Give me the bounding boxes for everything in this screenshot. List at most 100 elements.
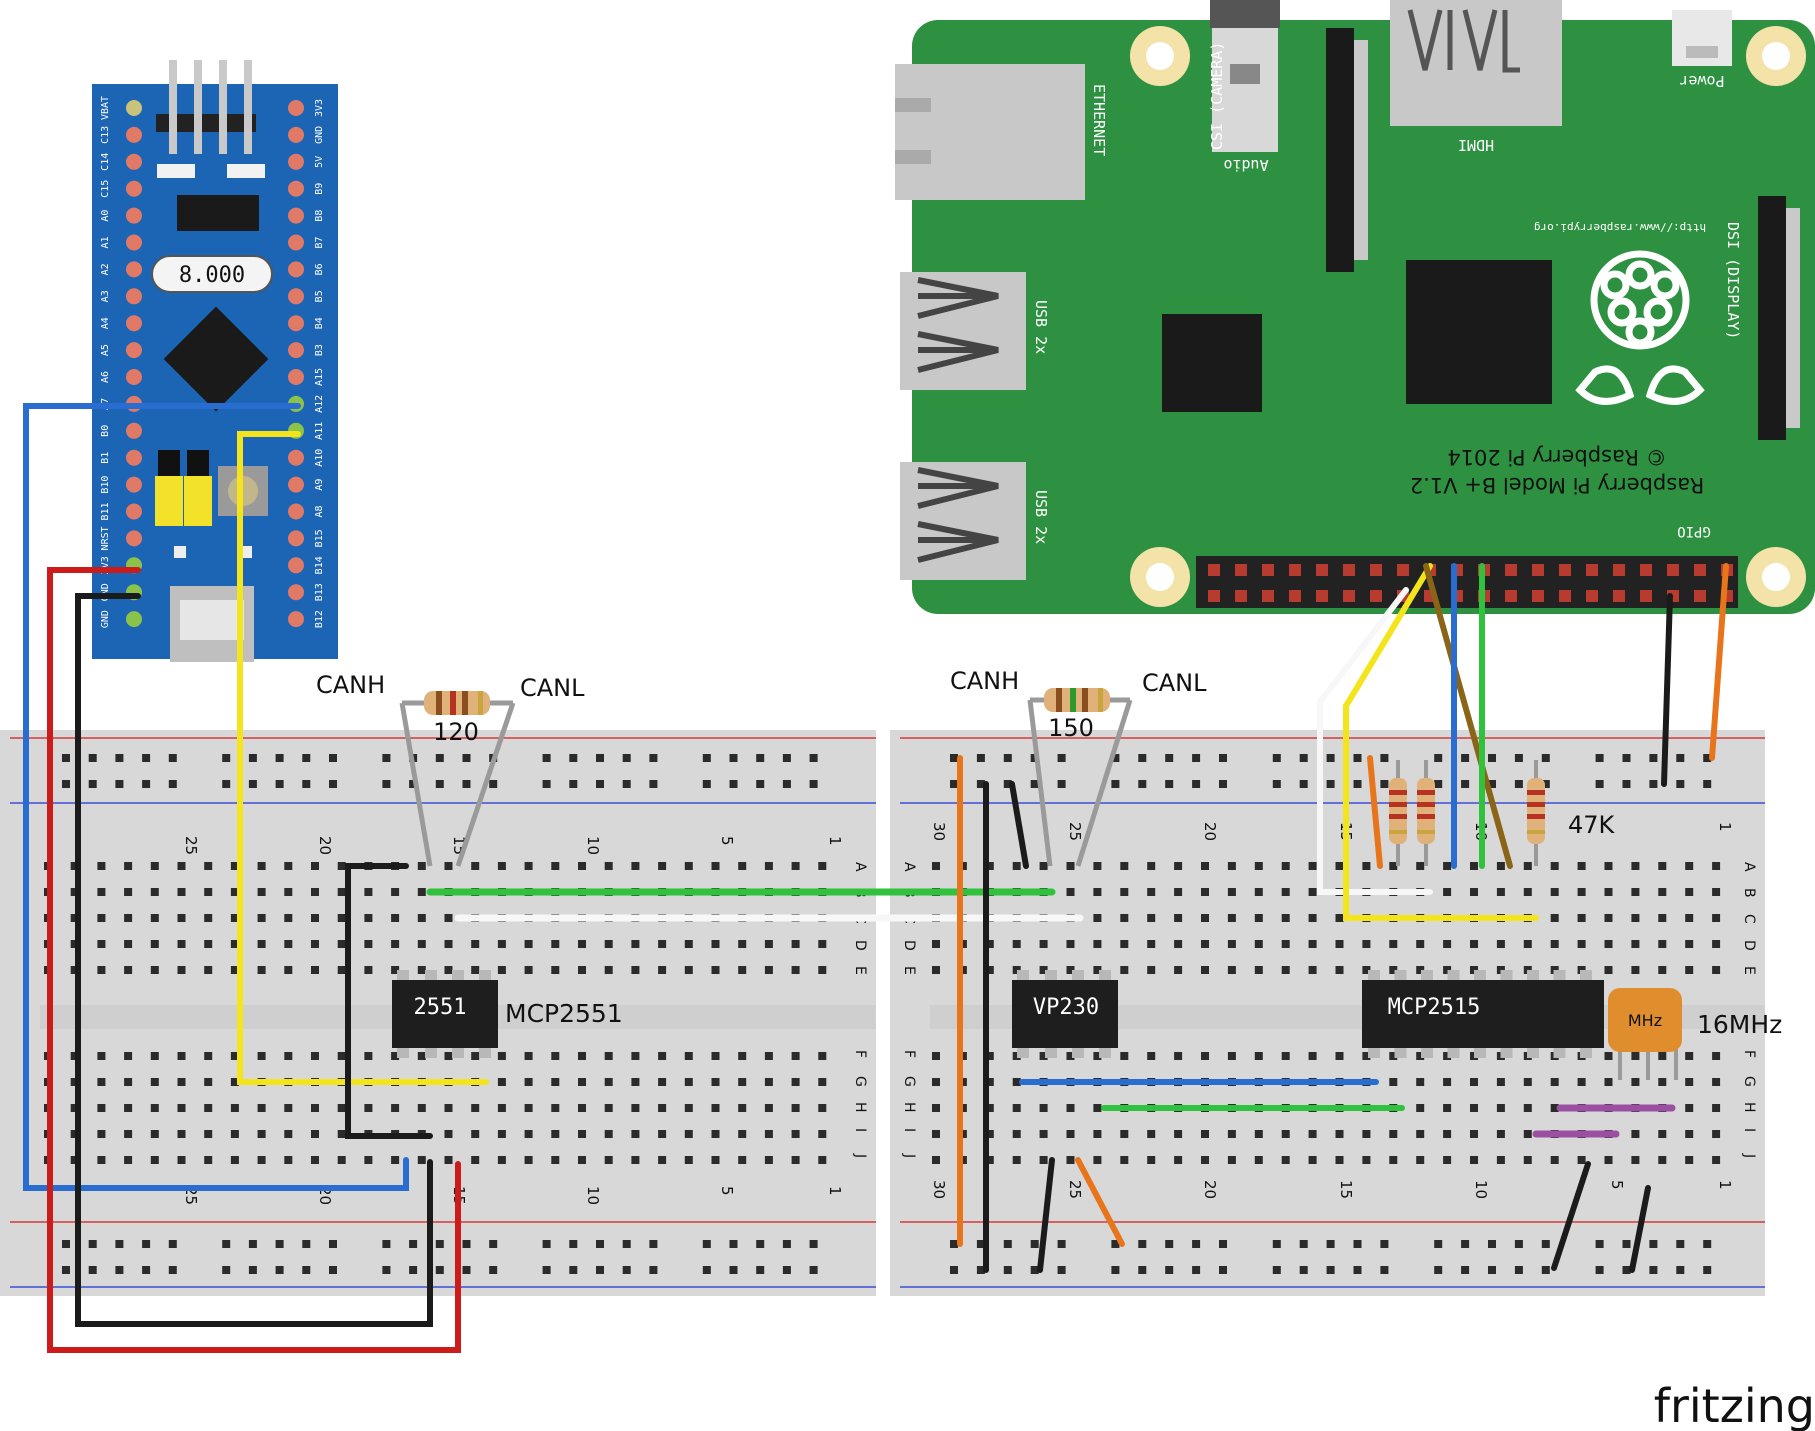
lan-chip xyxy=(1162,314,1262,412)
usb-port-1[interactable]: USB 2x xyxy=(900,272,1050,390)
col-num: 5 xyxy=(1608,1180,1626,1190)
svg-text:A: A xyxy=(901,862,917,872)
svg-text:150: 150 xyxy=(1048,714,1094,742)
svg-text:D: D xyxy=(901,940,917,951)
svg-text:B: B xyxy=(1741,888,1757,898)
pin-label: NRST xyxy=(100,526,111,550)
svg-text:CSI (CAMERA): CSI (CAMERA) xyxy=(1208,42,1226,150)
gpio-header xyxy=(1196,556,1738,608)
wire-black-crystal-gnd xyxy=(1551,1161,1591,1271)
svg-text:G: G xyxy=(901,1076,917,1087)
resistor-120: 120 xyxy=(399,691,516,867)
svg-text:A: A xyxy=(852,862,868,872)
pin-label: GND xyxy=(100,583,111,601)
wire-black-local xyxy=(345,863,433,1139)
crystal-16mhz: MHz xyxy=(1608,988,1682,1080)
wire-brown-gpio xyxy=(1423,563,1513,869)
pullup-label: 47K xyxy=(1568,811,1616,839)
camera-connector: CSI (CAMERA) xyxy=(1208,28,1368,272)
wire-orange-gpio-5v xyxy=(1367,755,1383,869)
wire-black-gpio-gnd xyxy=(1661,593,1673,787)
col-num: 30 xyxy=(930,1180,948,1199)
svg-text:H: H xyxy=(1741,1102,1757,1113)
col-num: 20 xyxy=(1201,1180,1219,1199)
canh-label-left: CANH xyxy=(316,671,385,699)
svg-text:F: F xyxy=(1741,1050,1757,1058)
soc-chip xyxy=(1406,260,1552,404)
wire-white-gpio xyxy=(1317,587,1433,895)
col-num: 10 xyxy=(584,1186,602,1205)
col-num: 25 xyxy=(1066,822,1084,841)
copyright-text: © Raspberry Pi 2014 xyxy=(1447,445,1666,469)
wire-yellow-gpio xyxy=(1343,563,1539,921)
col-num: 1 xyxy=(1716,1180,1734,1190)
pin-label: A4 xyxy=(100,317,111,329)
svg-text:I: I xyxy=(1741,1128,1757,1132)
svg-text:Audio: Audio xyxy=(1223,156,1268,174)
gpio-label: GPIO xyxy=(1677,523,1711,539)
col-num: 20 xyxy=(316,836,334,855)
svg-text:E: E xyxy=(852,966,868,975)
url-text: http://www.raspberrypi.org xyxy=(1534,221,1706,234)
raspberry-logo xyxy=(1575,250,1705,405)
pin-label: B13 xyxy=(314,583,325,601)
pin-label: 3V3 xyxy=(314,99,325,117)
col-num: 1 xyxy=(1716,822,1734,832)
pin-label: 3V3 xyxy=(100,556,111,574)
col-num: 20 xyxy=(1201,822,1219,841)
pin-label: A5 xyxy=(100,344,111,356)
raspberry-pi-board: ETHERNET Audio CSI (CAMERA) HDMI Power xyxy=(895,0,1815,614)
pin-label: C14 xyxy=(100,153,111,171)
svg-text:F: F xyxy=(852,1050,868,1058)
svg-text:VP230: VP230 xyxy=(1033,995,1099,1020)
col-num: 25 xyxy=(1066,1180,1084,1199)
pin-label: B4 xyxy=(314,317,325,329)
usb-port-2[interactable]: USB 2x xyxy=(900,462,1050,580)
column-numbers-top: 25 20 15 10 5 1 xyxy=(182,836,844,855)
crystal-8mhz: 8.000 xyxy=(151,255,273,293)
wire-red-3v3 xyxy=(47,567,461,1353)
col-num: 5 xyxy=(718,1186,736,1196)
regulator-chip xyxy=(177,195,259,231)
svg-text:8.000: 8.000 xyxy=(179,263,245,288)
wire-blue-a12 xyxy=(23,403,409,1191)
pin-label: A0 xyxy=(100,210,111,222)
svg-text:D: D xyxy=(852,940,868,951)
pin-label: B0 xyxy=(100,425,111,437)
breadboard-left: 25 20 15 10 5 1 25 20 15 10 5 1 A B C D … xyxy=(0,730,876,1296)
wires xyxy=(23,403,1729,1353)
svg-text:J: J xyxy=(901,1153,917,1158)
mcp2515-chip: MCP2515 xyxy=(1362,970,1604,1058)
pin-label: B5 xyxy=(314,290,325,302)
svg-text:ETHERNET: ETHERNET xyxy=(1090,84,1108,156)
mcp2551-label: MCP2551 xyxy=(505,999,623,1028)
wire-orange-vcc-2 xyxy=(1075,1157,1125,1247)
svg-text:120: 120 xyxy=(433,718,479,746)
pin-label: A9 xyxy=(314,479,325,491)
pin-label: B6 xyxy=(314,263,325,275)
resistor-150: 150 xyxy=(1027,688,1133,867)
canl-label-left: CANL xyxy=(520,674,585,702)
boot-jumpers xyxy=(155,450,212,526)
pin-label: A1 xyxy=(100,236,111,248)
pin-label: B7 xyxy=(314,236,325,248)
pin-label: C15 xyxy=(100,180,111,198)
svg-text:MCP2515: MCP2515 xyxy=(1388,995,1481,1020)
wire-black-crystal-gnd-2 xyxy=(1629,1185,1651,1273)
pin-labels-right: 3V3GND5VB9B8B7B6B5B4B3A15A12A11A10A9A8B1… xyxy=(314,99,325,628)
svg-text:I: I xyxy=(901,1128,917,1132)
pin-label: B14 xyxy=(314,556,325,574)
svg-text:J: J xyxy=(1741,1153,1757,1158)
audio-jack[interactable]: Audio xyxy=(1210,0,1280,174)
power-port[interactable]: Power xyxy=(1672,10,1732,90)
svg-text:USB 2x: USB 2x xyxy=(1032,490,1050,544)
hdmi-port[interactable]: HDMI xyxy=(1390,0,1562,154)
pin-label: GND xyxy=(100,610,111,628)
ethernet-port[interactable]: ETHERNET xyxy=(895,64,1108,200)
display-connector: DSI (DISPLAY) xyxy=(1724,196,1800,440)
pin-label: 5V xyxy=(314,156,325,168)
svg-text:J: J xyxy=(852,1153,868,1158)
col-num: 10 xyxy=(584,836,602,855)
svg-text:E: E xyxy=(1741,966,1757,975)
col-num: 5 xyxy=(718,836,736,846)
